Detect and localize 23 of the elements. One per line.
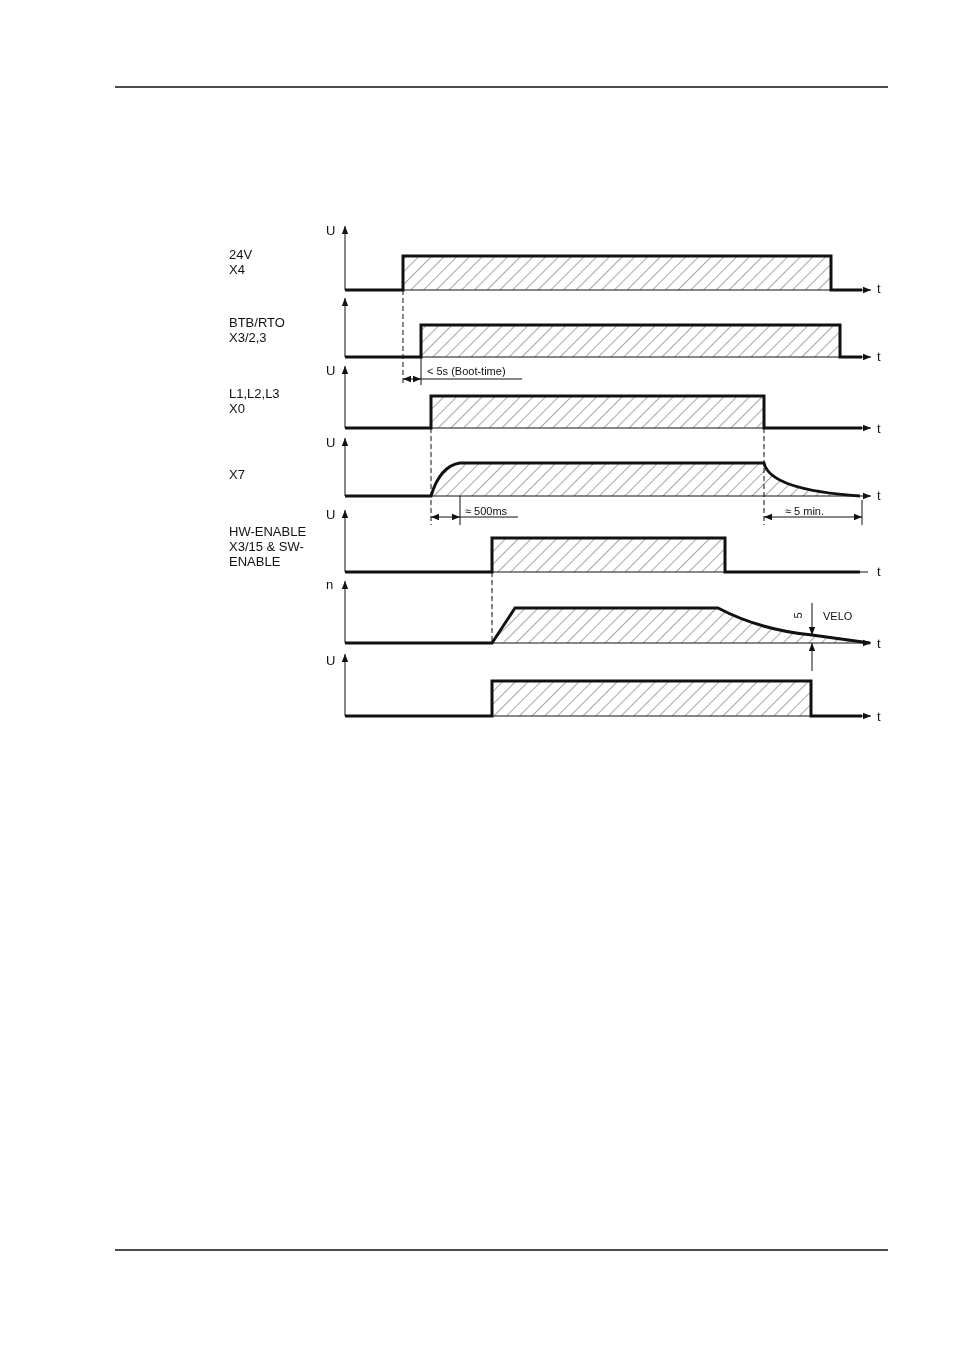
axis-label: U bbox=[326, 223, 336, 238]
axis-label: n bbox=[326, 577, 334, 592]
signal-label: BTB/RTO X3/2,3 bbox=[229, 315, 286, 345]
signal-label: X7 bbox=[229, 467, 246, 482]
axis-label: t bbox=[877, 349, 881, 364]
signal-label: L1,L2,L3 X0 bbox=[229, 386, 281, 416]
axis-label: U bbox=[326, 363, 336, 378]
signal-label: VELO bbox=[823, 609, 853, 624]
signal-label: HW-ENABLE X3/15 & SW-ENABLE bbox=[229, 524, 308, 569]
axis-label: t bbox=[877, 709, 881, 724]
axis-label: t bbox=[877, 281, 881, 296]
dimension-label: ≈ 5 min. bbox=[785, 504, 825, 519]
dimension-label: < 5s (Boot-time) bbox=[427, 364, 506, 379]
axis-label: t bbox=[877, 636, 881, 651]
axis-label: t bbox=[877, 488, 881, 503]
axis-label: t bbox=[877, 564, 881, 579]
axis-label: U bbox=[326, 653, 336, 668]
dimension-label: ≈ 500ms bbox=[465, 504, 508, 519]
axis-label: U bbox=[326, 435, 336, 450]
dimension-label: 5 bbox=[790, 612, 805, 619]
axis-label: U bbox=[326, 507, 336, 522]
signal-label: 24V X4 bbox=[229, 247, 254, 277]
axis-label: t bbox=[877, 421, 881, 436]
